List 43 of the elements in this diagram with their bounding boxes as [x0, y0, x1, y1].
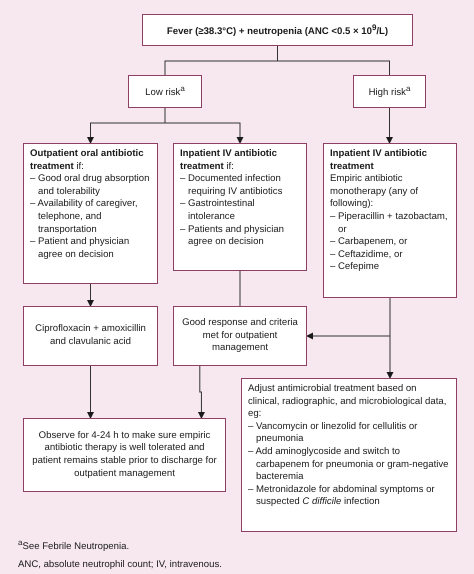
decision-box — [353, 75, 426, 108]
node-text: – Piperacillin + tazobactam, or — [330, 210, 449, 236]
footnote: $^{a}$See Febrile Neutropenia. — [18, 538, 130, 552]
node-text: – Ceftazidime, or — [330, 248, 404, 262]
arrow — [87, 366, 94, 419]
arrow — [87, 284, 94, 307]
connector-line — [277, 46, 390, 76]
node-text: – Patients and physician agree on decision — [180, 224, 285, 249]
arrow — [198, 366, 205, 419]
node-text: – Good oral drug absorption and tolerability — [30, 173, 150, 198]
node-text: Observe for 4-24 h to make sure empiric antibiotic therapy is well tolerated and patient remains stable prior to discharge for outpatient management — [31, 430, 218, 480]
node-text: Ciprofloxacin + amoxicillin and clavulanic acid — [34, 323, 147, 349]
decision-box — [128, 75, 202, 108]
process-box — [23, 306, 158, 366]
node-text: Adjust antimicrobial treatment based on clinical, radiographic, and microbiological data, eg: — [248, 383, 448, 421]
node-text: – Cefepime — [330, 261, 380, 274]
node-text: Good response and criteria met for outpatient management — [181, 317, 299, 355]
process-box — [173, 143, 307, 271]
node-text: – Patient and physician agree on decision — [30, 236, 130, 262]
arrow — [386, 298, 394, 379]
node-text: – Carbapenem, or — [330, 236, 408, 249]
start-box — [142, 14, 413, 46]
node-text: Outpatient oral antibiotic treatment if: — [30, 148, 145, 174]
node-text: – Availability of caregiver, telephone, and transportation — [30, 198, 139, 236]
node-text: – Vancomycin or linezolid for cellulitis or pneumonia — [248, 420, 418, 446]
node-text: Empiric antibiotic monotherapy (any of following): — [330, 173, 419, 211]
node-text: High risk$^{a}$ — [368, 83, 412, 100]
node-text: – Add aminoglycoside and switch to carbapenem for pneumonia or gram-negative bacteremia — [248, 446, 450, 484]
node-text: Low risk$^{a}$ — [144, 83, 186, 100]
footnote: ANC, absolute neutrophil count; IV, intravenous. — [18, 559, 222, 570]
node-text: Inpatient IV antibiotic treatment if: — [180, 148, 278, 174]
node-text: – Documented infection requiring IV antibiotics — [180, 173, 284, 198]
process-box — [173, 306, 307, 366]
arrow — [164, 108, 244, 144]
process-box — [23, 418, 226, 492]
process-box — [323, 143, 457, 298]
node-text: – Gastrointestinal intolerance — [180, 198, 256, 224]
process-box — [241, 378, 457, 532]
node-text: – Metronidazole for abdominal symptoms or suspected C difficile infection — [248, 484, 436, 509]
process-box — [23, 143, 158, 284]
arrow — [386, 108, 393, 144]
node-text: Fever (≥38.3°C) + neutropenia (ANC <0.5 × 10$^{9}$/L) — [166, 22, 390, 38]
node-text: Inpatient IV antibiotic treatment — [330, 148, 428, 174]
